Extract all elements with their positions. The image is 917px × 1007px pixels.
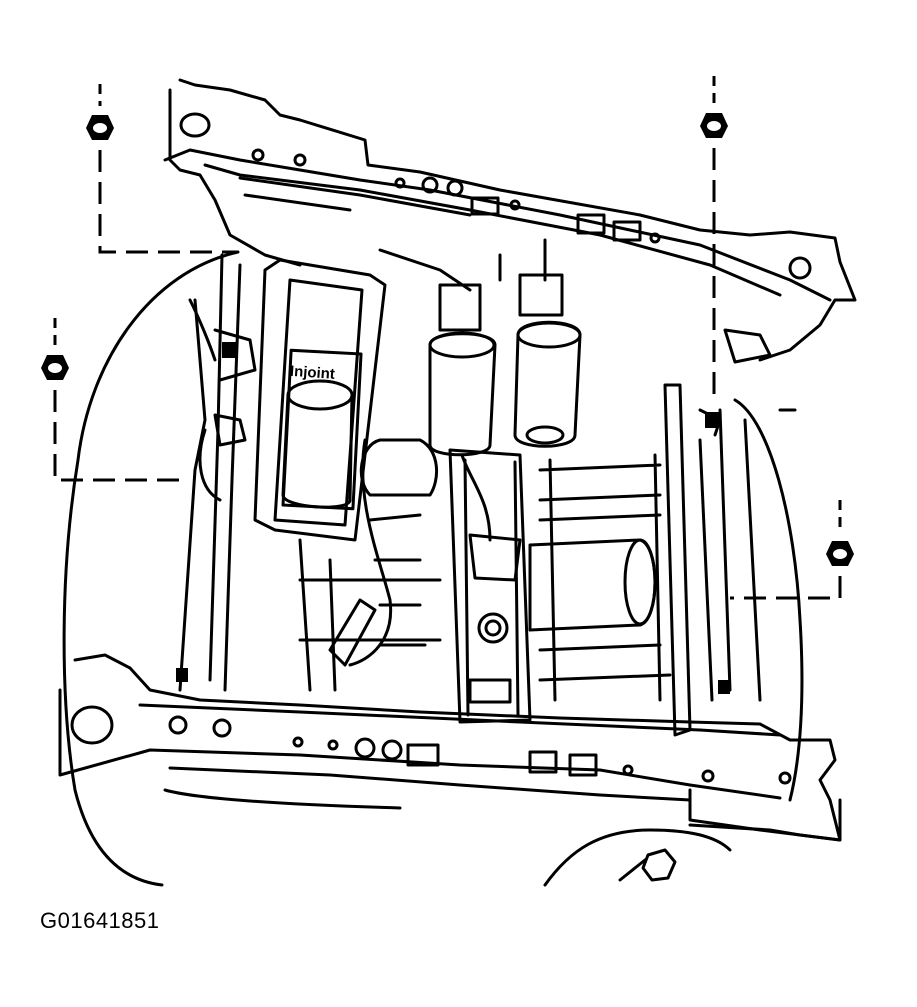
rear-rail-tab	[612, 220, 642, 242]
figure-reference-code: G01641851	[40, 908, 160, 933]
hex-nut-icon	[700, 113, 728, 138]
hex-nut-icon	[86, 115, 114, 140]
left-track-cable	[348, 438, 393, 667]
left-track-gear-teeth	[368, 513, 427, 647]
rear-rail-hole-left	[179, 112, 211, 138]
front-rail-top-edge	[138, 703, 782, 737]
rear-rail-tab	[576, 213, 606, 235]
left-side-bracket	[178, 298, 257, 692]
rear-rail-bolt	[649, 232, 661, 244]
motor-wiring	[378, 238, 547, 542]
center-gearbox-hub	[477, 612, 509, 644]
motor-body	[281, 393, 354, 509]
front-rail-bolt	[327, 739, 339, 751]
right-side-guide	[698, 408, 762, 702]
rear-rail-bolt	[251, 148, 265, 162]
right-track-rails	[538, 453, 672, 702]
adjuster-motor-left-cap	[428, 331, 496, 359]
adjuster-motor-right-cap	[516, 321, 582, 349]
center-column	[448, 448, 532, 724]
motor-end-cap	[286, 379, 354, 411]
right-side-rail	[663, 383, 692, 737]
rear-rail-bolt	[421, 176, 439, 194]
center-gearbox-hub	[484, 619, 502, 637]
rear-rail-slot	[238, 176, 472, 217]
left-side-rail	[208, 253, 242, 692]
front-rail-tab	[528, 750, 558, 774]
motor-mount-bracket	[438, 283, 482, 332]
front-rail-bolt	[701, 769, 715, 783]
floor-bolt-leader	[618, 858, 647, 882]
rear-rail-bolt	[446, 179, 464, 197]
front-rail-bolt	[292, 736, 304, 748]
motor-housing-inner	[273, 278, 364, 527]
floor-bracket	[688, 788, 842, 842]
front-rail-tab	[406, 743, 440, 767]
nut-callout-mid-left	[41, 318, 182, 482]
seat-cushion-bottom-outline	[163, 788, 732, 887]
front-rail-bolt	[168, 715, 188, 735]
front-rail-hole-left	[70, 705, 114, 745]
center-column-slot	[468, 678, 512, 704]
rear-rail-hole-right	[788, 256, 812, 280]
center-gearbox	[468, 533, 522, 582]
stud-marker	[222, 342, 236, 358]
front-rail-bolt	[212, 718, 232, 738]
nut-callout-top-left	[86, 84, 238, 254]
left-track-linkage	[328, 598, 377, 667]
hex-nut-icon	[826, 541, 854, 566]
motor-label-text: Injoint	[289, 363, 335, 383]
stud-marker	[176, 668, 188, 682]
left-track-gear	[359, 438, 439, 497]
left-track-housing	[298, 538, 442, 692]
seat-cushion-left-outline	[62, 250, 240, 887]
stud-marker	[718, 680, 730, 694]
rear-rail-lower-edge	[203, 163, 782, 297]
left-wiring-harness	[188, 298, 247, 502]
right-track-motor	[528, 538, 657, 632]
dashed-leader-line	[53, 390, 182, 482]
floor-bolt	[641, 848, 677, 882]
right-track-motor-cap	[623, 538, 657, 626]
stud-marker	[705, 412, 719, 428]
rear-rail-bolt	[394, 177, 406, 189]
front-rail-bolt	[778, 771, 792, 785]
front-rail-bolt	[354, 737, 376, 759]
adjuster-motor-right-end	[525, 425, 565, 445]
front-rail-tab	[568, 753, 598, 777]
rear-rail-bolt	[509, 199, 521, 211]
dashed-leader-line	[98, 150, 238, 254]
hex-nut-icon	[41, 355, 69, 380]
rear-rail	[178, 78, 857, 362]
front-rail-face	[58, 688, 782, 800]
motor-mount-bracket	[518, 273, 564, 317]
front-rail-bolt	[622, 764, 634, 776]
rear-rail-bolt	[293, 153, 307, 167]
front-rail-lower-edge	[168, 766, 692, 802]
rear-rail-left-bracket	[168, 88, 302, 267]
seat-cushion-right-outline	[733, 398, 804, 802]
rear-rail-tab	[470, 196, 500, 216]
motor-housing-frame	[253, 258, 387, 542]
dashed-leader-line	[730, 576, 842, 600]
nut-callout-mid-right	[730, 500, 854, 600]
center-column-inner	[463, 458, 520, 717]
nut-callout-top-right	[700, 76, 728, 400]
front-rail-bolt	[381, 739, 403, 761]
